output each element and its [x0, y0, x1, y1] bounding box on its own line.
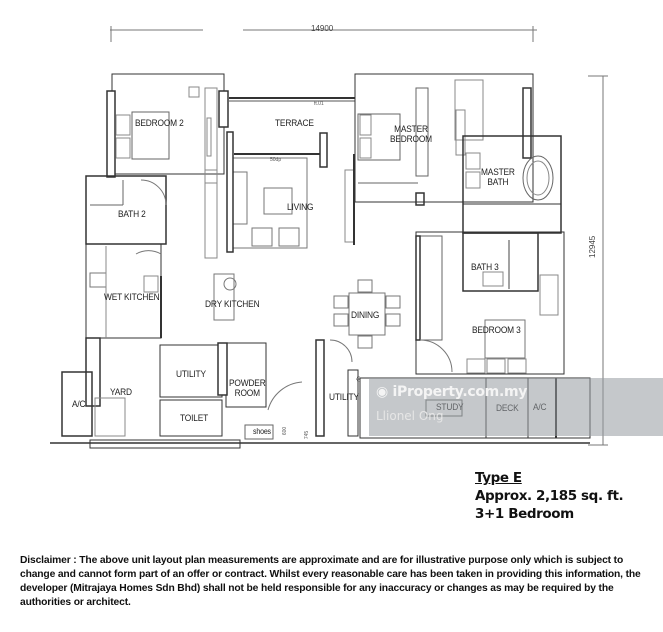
watermark-agent: Llionel Ong: [376, 409, 444, 423]
room-label-yard: YARD: [110, 387, 132, 398]
room-label-powder-room: POWDER ROOM: [229, 378, 266, 399]
dimension-600: 600: [282, 426, 289, 436]
width-dimension-label: 14900: [311, 24, 334, 33]
floor-drop-annotation: 50dp: [270, 157, 282, 163]
unit-area: Approx. 2,185 sq. ft.: [475, 488, 624, 504]
watermark-banner: [369, 378, 663, 436]
room-label-dining: DINING: [351, 310, 380, 321]
room-label-bedroom3: BEDROOM 3: [472, 325, 521, 336]
room-label-master-bedroom: MASTER BEDROOM: [390, 124, 432, 145]
shoes-annotation: shoes: [253, 427, 271, 436]
ft-annotation: ft.01: [314, 101, 324, 107]
room-label-utility-mid: UTILITY: [329, 392, 359, 403]
room-label-bedroom2: BEDROOM 2: [135, 118, 184, 129]
unit-info: Type E Approx. 2,185 sq. ft. 3+1 Bedroom: [475, 469, 624, 523]
room-label-toilet: TOILET: [180, 413, 209, 424]
room-label-utility-left: UTILITY: [176, 369, 206, 380]
watermark-site: ◉ iProperty.com.my: [376, 384, 528, 400]
room-label-bath2: BATH 2: [118, 209, 146, 220]
room-label-master-bath: MASTER BATH: [481, 167, 515, 188]
room-label-dry-kitchen: DRY KITCHEN: [205, 299, 260, 310]
room-label-terrace: TERRACE: [275, 118, 314, 129]
unit-bedrooms: 3+1 Bedroom: [475, 506, 574, 522]
room-label-bath3: BATH 3: [471, 262, 499, 273]
location-pin-icon: ◉: [376, 384, 388, 400]
room-label-ac-left: A/C: [72, 399, 86, 410]
disclaimer-text: Disclaimer : The above unit layout plan …: [20, 555, 641, 608]
unit-type: Type E: [475, 470, 522, 486]
room-label-wet-kitchen: WET KITCHEN: [104, 292, 160, 303]
room-label-living: LIVING: [287, 202, 314, 213]
db-annotation: db: [355, 376, 362, 382]
height-dimension-label: 12945: [588, 235, 597, 258]
dimension-745: 745: [304, 430, 311, 440]
